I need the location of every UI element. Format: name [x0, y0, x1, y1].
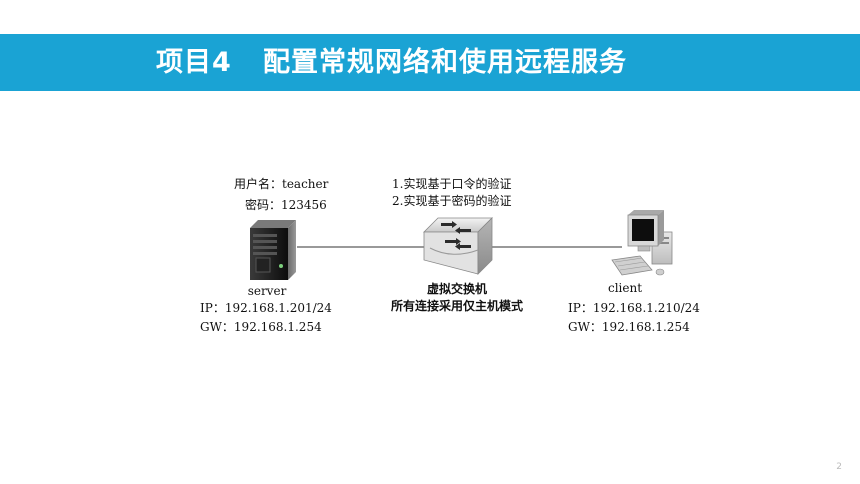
- server-username: 用户名：teacher: [234, 177, 329, 191]
- switch-label: 虚拟交换机: [426, 282, 488, 296]
- server-ip: IP：192.168.1.201/24: [200, 301, 332, 315]
- server-label: server: [247, 284, 287, 298]
- switch-icon: [423, 217, 493, 275]
- page-number: 2: [836, 462, 842, 472]
- computer-icon: [611, 210, 673, 276]
- switch-note-2: 2.实现基于密码的验证: [392, 194, 512, 208]
- title-banner: 项目4 配置常规网络和使用远程服务: [0, 34, 860, 91]
- server-password: 密码：123456: [245, 198, 327, 212]
- server-gateway: GW：192.168.1.254: [200, 320, 322, 334]
- server-icon: [250, 220, 296, 280]
- switch-note-1: 1.实现基于口令的验证: [392, 177, 512, 191]
- client-label: client: [607, 281, 643, 295]
- client-ip: IP：192.168.1.210/24: [568, 301, 700, 315]
- client-gateway: GW：192.168.1.254: [568, 320, 690, 334]
- switch-sublabel: 所有连接采用仅主机模式: [390, 299, 524, 313]
- slide-title: 项目4 配置常规网络和使用远程服务: [156, 47, 627, 78]
